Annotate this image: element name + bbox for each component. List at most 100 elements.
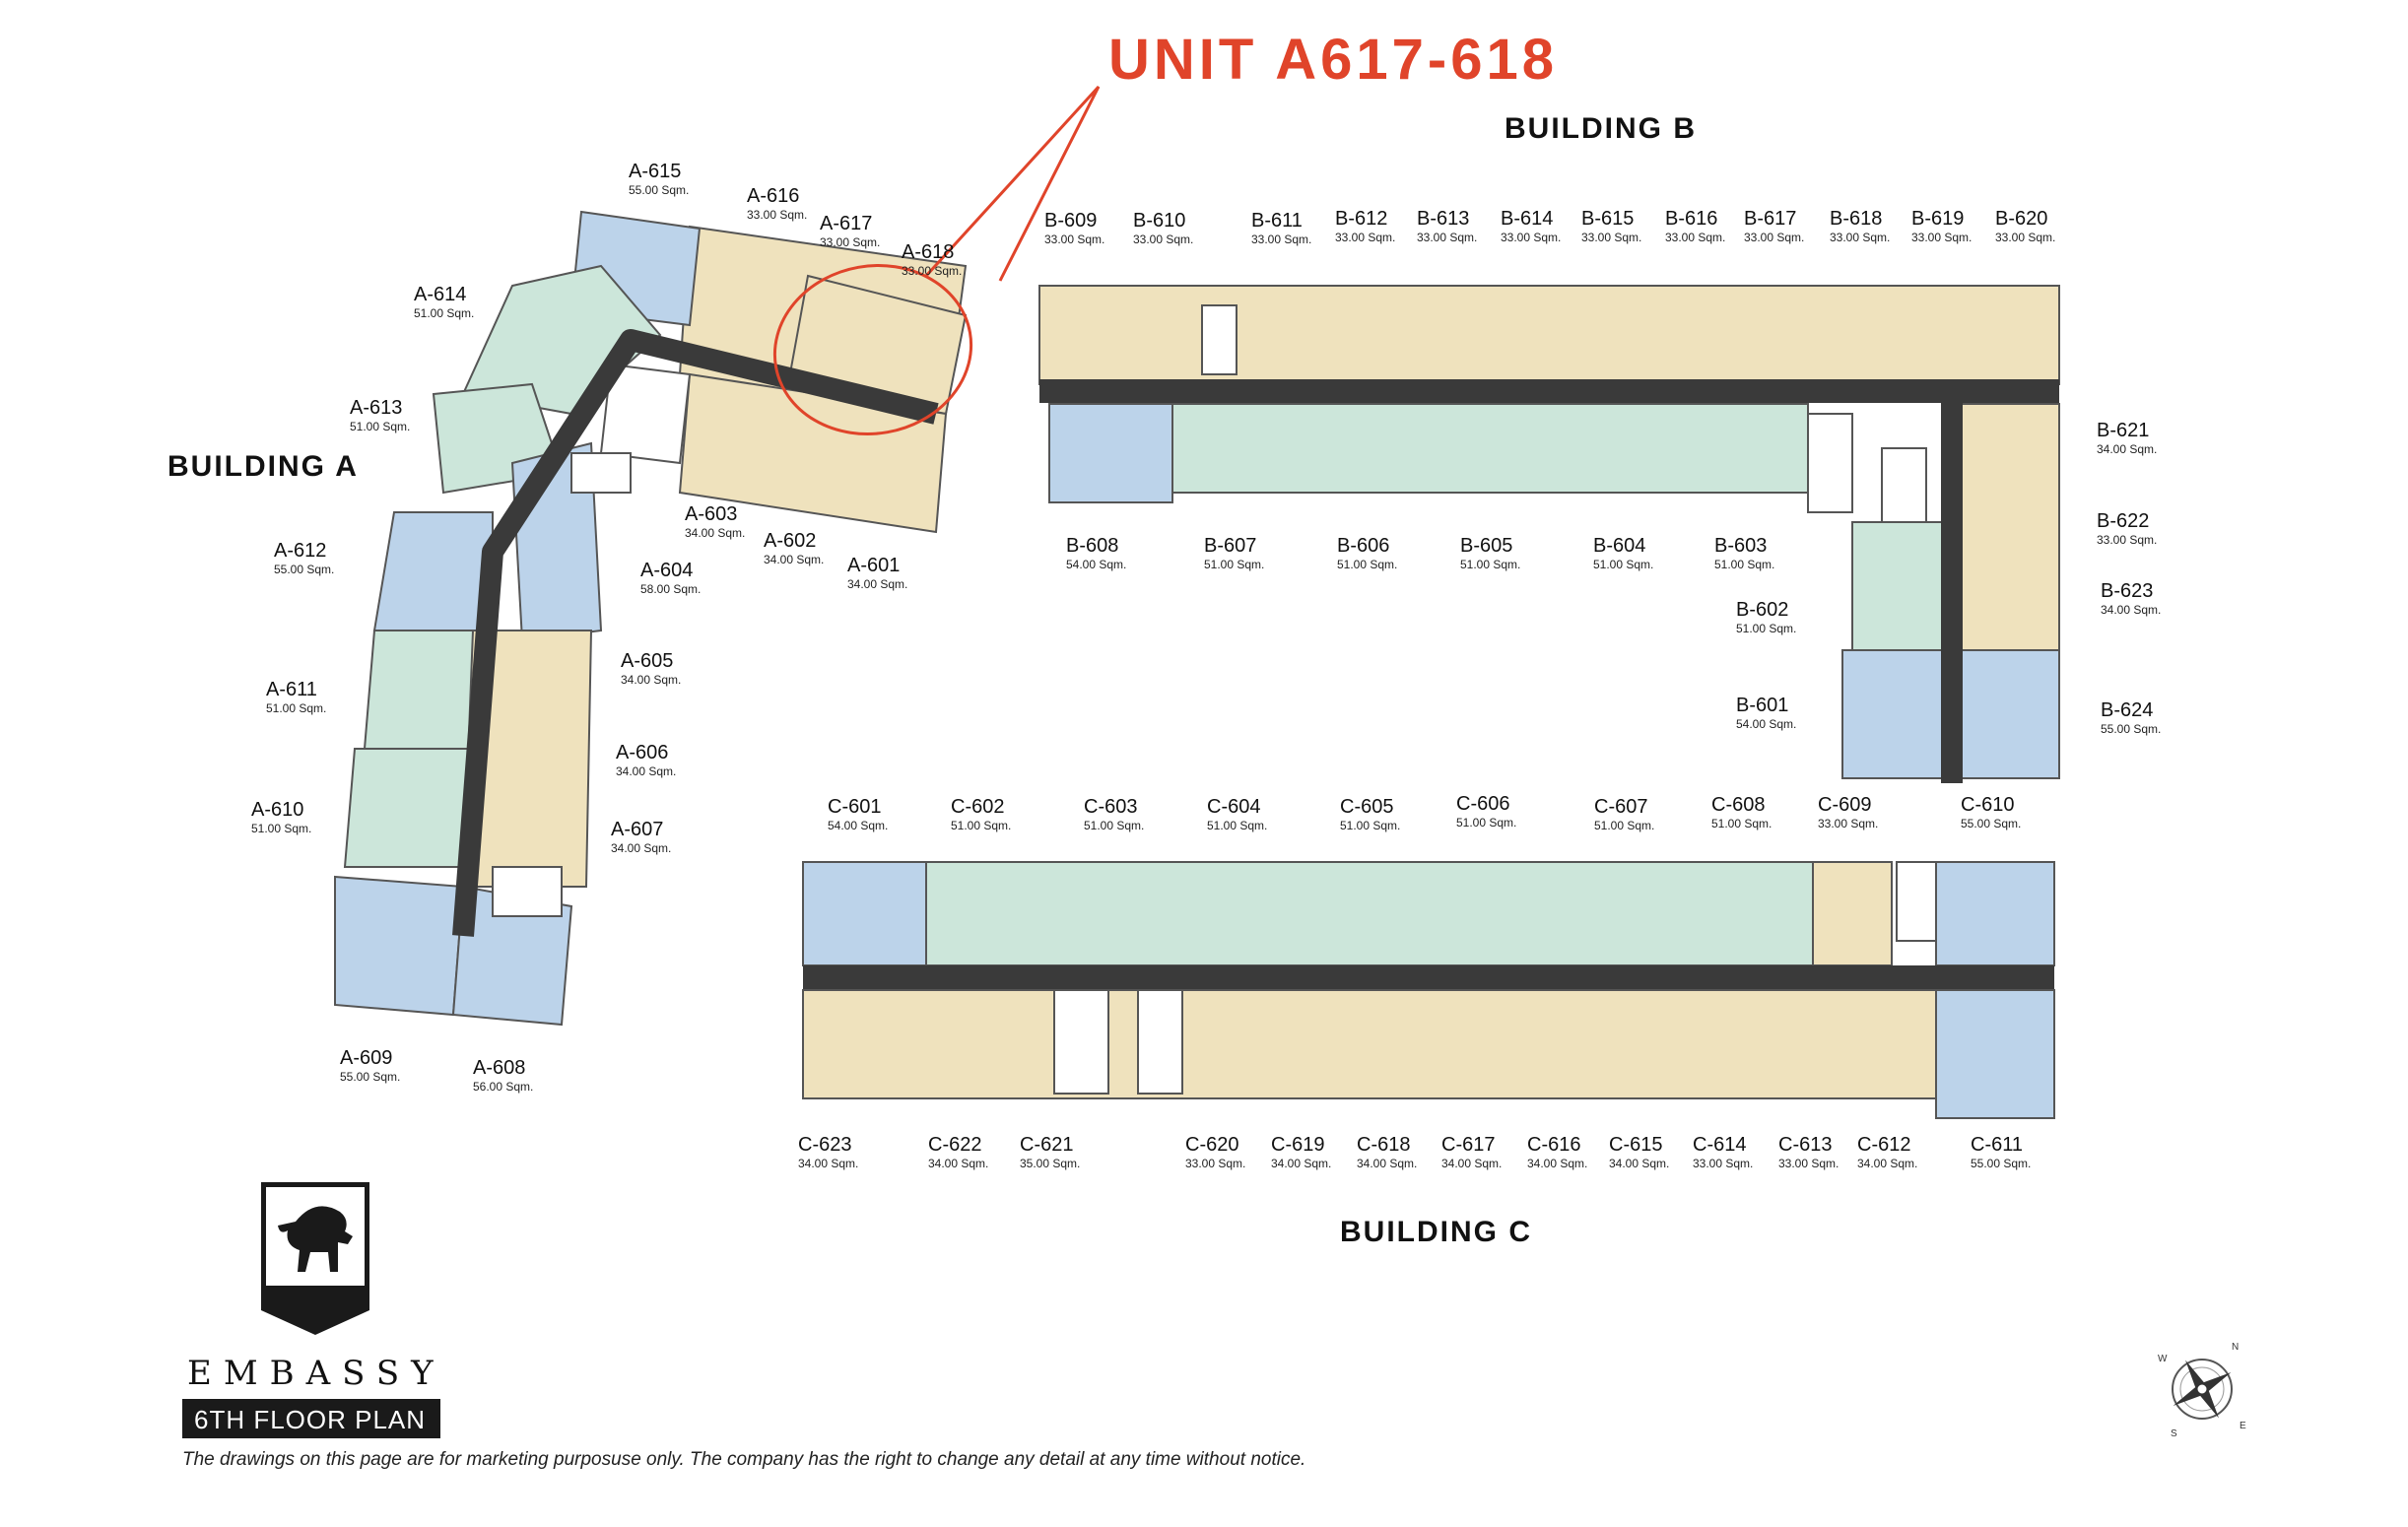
- unit-name: A-612: [274, 540, 326, 562]
- unit-area: 51.00 Sqm.: [1207, 819, 1267, 832]
- unit-area: 33.00 Sqm.: [820, 235, 880, 249]
- unit-area: 51.00 Sqm.: [414, 306, 474, 320]
- unit-area: 34.00 Sqm.: [1527, 1157, 1587, 1170]
- unit-area: 51.00 Sqm.: [1593, 558, 1653, 571]
- compass-s: S: [2171, 1428, 2177, 1439]
- floor-badge-label: 6TH FLOOR PLAN: [194, 1405, 426, 1434]
- unit-name: A-611: [266, 679, 317, 700]
- unit-area: 51.00 Sqm.: [951, 819, 1011, 832]
- unit-area: 34.00 Sqm.: [764, 553, 824, 566]
- unit-name: C-608: [1711, 794, 1765, 816]
- unit-area: 55.00 Sqm.: [1971, 1157, 2031, 1170]
- lion-icon: [278, 1206, 353, 1272]
- unit-area: 55.00 Sqm.: [340, 1070, 400, 1084]
- unit-name: A-614: [414, 284, 466, 305]
- unit-area: 33.00 Sqm.: [1818, 817, 1878, 830]
- building-a-title: BUILDING A: [167, 450, 359, 483]
- unit-name: B-611: [1251, 210, 1303, 232]
- unit-name: C-611: [1971, 1134, 2023, 1156]
- unit-name: A-618: [902, 241, 954, 263]
- unit-area: 51.00 Sqm.: [1337, 558, 1397, 571]
- disclaimer: The drawings on this page are for market…: [182, 1449, 1305, 1470]
- unit-name: C-614: [1693, 1134, 1746, 1156]
- unit-name: B-602: [1736, 599, 1788, 621]
- unit-area: 34.00 Sqm.: [928, 1157, 988, 1170]
- unit-area: 33.00 Sqm.: [1744, 231, 1804, 244]
- unit-area: 55.00 Sqm.: [274, 563, 334, 576]
- unit-area: 51.00 Sqm.: [1711, 817, 1772, 830]
- building-a-footprint: [334, 210, 968, 1027]
- unit-area: 34.00 Sqm.: [1357, 1157, 1417, 1170]
- unit-area: 58.00 Sqm.: [640, 582, 701, 596]
- unit-area: 34.00 Sqm.: [1441, 1157, 1502, 1170]
- unit-area: 35.00 Sqm.: [1020, 1157, 1080, 1170]
- unit-name: B-622: [2097, 510, 2149, 532]
- unit-name: A-609: [340, 1047, 392, 1069]
- unit-name: B-619: [1911, 208, 1964, 230]
- unit-area: 33.00 Sqm.: [1501, 231, 1561, 244]
- building-b-footprint: [1038, 285, 2060, 783]
- unit-area: 33.00 Sqm.: [902, 264, 962, 278]
- building-c-title: BUILDING C: [1340, 1216, 1532, 1248]
- unit-area: 55.00 Sqm.: [629, 183, 689, 197]
- unit-name: B-606: [1337, 535, 1389, 557]
- embassy-logo: EMBASSY 6TH FLOOR PLAN: [182, 1182, 440, 1438]
- unit-area: 54.00 Sqm.: [828, 819, 888, 832]
- compass-w: W: [2158, 1354, 2168, 1364]
- unit-name: C-623: [798, 1134, 851, 1156]
- unit-name: C-604: [1207, 796, 1260, 818]
- unit-name: B-621: [2097, 420, 2149, 441]
- unit-area: 51.00 Sqm.: [1736, 622, 1796, 635]
- unit-area: 55.00 Sqm.: [2101, 722, 2161, 736]
- unit-area: 33.00 Sqm.: [1665, 231, 1725, 244]
- unit-area: 34.00 Sqm.: [616, 764, 676, 778]
- unit-name: B-610: [1133, 210, 1185, 232]
- unit-name: C-618: [1357, 1134, 1410, 1156]
- unit-area: 33.00 Sqm.: [1251, 232, 1311, 246]
- floor-badge: [182, 1399, 440, 1438]
- unit-area: 34.00 Sqm.: [1609, 1157, 1669, 1170]
- highlight-label: UNIT A617-618: [1108, 28, 1558, 92]
- unit-area: 33.00 Sqm.: [1335, 231, 1395, 244]
- unit-name: B-624: [2101, 699, 2153, 721]
- unit-area: 33.00 Sqm.: [2097, 533, 2157, 547]
- unit-area: 51.00 Sqm.: [1460, 558, 1520, 571]
- unit-name: B-605: [1460, 535, 1512, 557]
- unit-name: C-613: [1778, 1134, 1832, 1156]
- unit-area: 33.00 Sqm.: [1778, 1157, 1839, 1170]
- unit-name: A-605: [621, 650, 673, 672]
- unit-name: A-604: [640, 560, 693, 581]
- unit-name: C-605: [1340, 796, 1393, 818]
- unit-area: 33.00 Sqm.: [1693, 1157, 1753, 1170]
- unit-name: B-620: [1995, 208, 2047, 230]
- building-c-footprint: [802, 861, 2055, 1119]
- unit-name: A-613: [350, 397, 402, 419]
- unit-name: B-618: [1830, 208, 1882, 230]
- unit-name: B-612: [1335, 208, 1387, 230]
- unit-name: C-619: [1271, 1134, 1324, 1156]
